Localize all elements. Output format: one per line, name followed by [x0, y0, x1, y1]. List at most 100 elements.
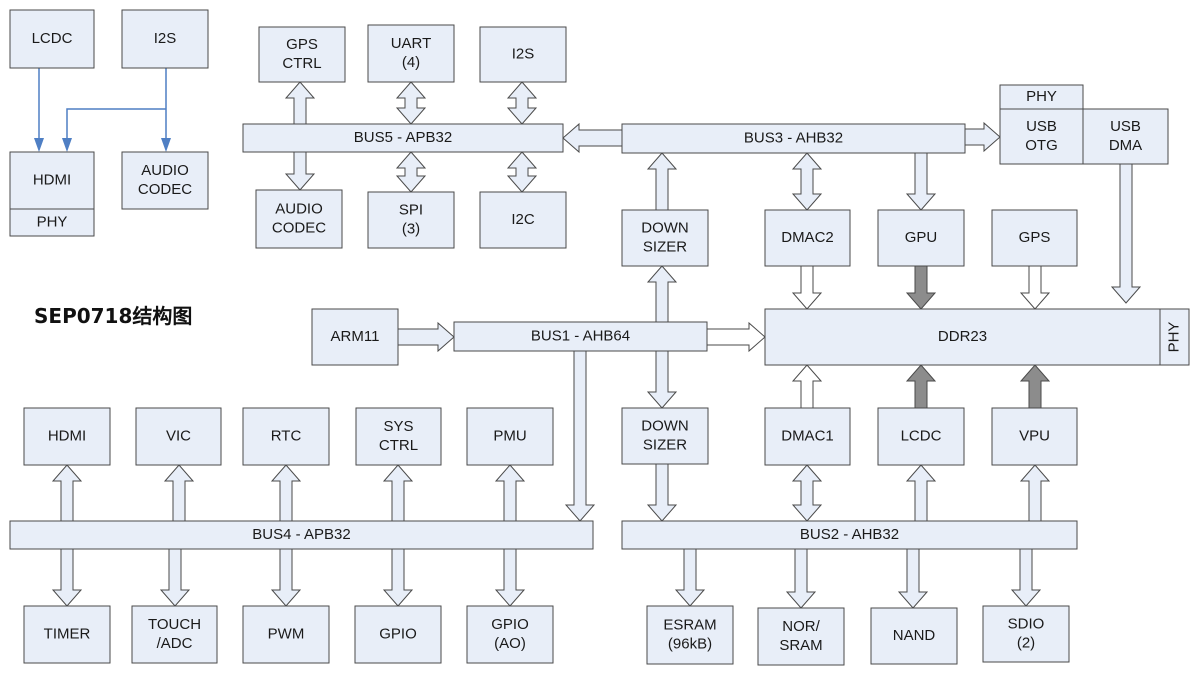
- block-touch-adc: TOUCH/ADC: [131, 605, 218, 664]
- block-label: GPIO: [491, 616, 529, 633]
- block-box: [466, 605, 554, 664]
- block-gpu: GPU: [877, 209, 965, 267]
- block-label: TOUCH: [148, 616, 201, 633]
- block-i2s-top: I2S: [121, 9, 209, 69]
- block-label: USB: [1110, 118, 1141, 135]
- arrow-bus4-to-pmu: [494, 464, 526, 522]
- block-label: CTRL: [282, 55, 321, 72]
- block-box: [311, 308, 399, 366]
- wire-arrowhead-lcdc-hdmi: [34, 138, 44, 152]
- block-label: ARM11: [331, 328, 380, 345]
- arrow-bus4-to-sys-ctrl: [382, 464, 414, 522]
- block-box: [999, 84, 1084, 110]
- block-label: CODEC: [138, 181, 192, 198]
- block-vpu: VPU: [991, 407, 1078, 466]
- arrow-arm11-to-bus1: [397, 321, 455, 353]
- block-box: [121, 9, 209, 69]
- block-label: USB: [1026, 118, 1057, 135]
- arrow-bus4-to-gpio-ao: [494, 548, 526, 607]
- block-label: DMAC2: [781, 229, 834, 246]
- wire-arrowhead-i2s-hdmi: [62, 138, 72, 152]
- arrow-lcdc-to-ddr: [905, 364, 937, 409]
- block-box: [9, 208, 95, 237]
- block-ddr23: DDR23: [764, 308, 1161, 366]
- block-bus4: BUS4 - APB32: [9, 520, 594, 550]
- arrow-bus5-uart: [395, 81, 427, 125]
- block-label: HDMI: [33, 171, 71, 188]
- block-box: [131, 605, 218, 664]
- block-box: [999, 108, 1084, 165]
- arrow-bus5-spi: [395, 151, 427, 193]
- block-box: [1082, 108, 1169, 165]
- block-label: BUS4 - APB32: [252, 526, 350, 543]
- block-label: NOR/: [782, 618, 820, 635]
- arrow-bus2-to-esram: [674, 548, 706, 607]
- block-label: SRAM: [779, 637, 822, 654]
- block-label: VIC: [166, 427, 191, 444]
- block-label: LCDC: [32, 30, 73, 47]
- block-label: GPS: [286, 36, 318, 53]
- block-nor-sram: NOR/SRAM: [757, 607, 845, 666]
- block-dmac1: DMAC1: [764, 407, 851, 466]
- block-box: [453, 321, 708, 352]
- block-box: [367, 191, 455, 249]
- block-sdio: SDIO(2): [982, 605, 1070, 663]
- block-box: [764, 308, 1161, 366]
- block-label: PWM: [268, 625, 305, 642]
- block-box: [242, 407, 330, 466]
- block-uart: UART(4): [367, 24, 455, 83]
- block-box: [242, 123, 564, 153]
- block-nand: NAND: [870, 607, 958, 665]
- block-bus5: BUS5 - APB32: [242, 123, 564, 153]
- block-bus1: BUS1 - AHB64: [453, 321, 708, 352]
- block-box: [646, 605, 734, 665]
- block-label: (AO): [494, 635, 526, 652]
- block-label: (3): [402, 220, 420, 237]
- block-label: DMAC1: [781, 427, 834, 444]
- arrow-bus2-to-lcdc: [905, 464, 937, 522]
- block-dmac2: DMAC2: [764, 209, 851, 267]
- block-usb-dma: USB DMA: [1082, 108, 1169, 165]
- block-box: [982, 605, 1070, 663]
- block-label: OTG: [1025, 137, 1058, 154]
- block-label: PHY: [1165, 322, 1182, 353]
- arrow-bus5-gps-ctrl: [284, 81, 316, 125]
- arrow-bus1-to-downsizer-top: [646, 265, 678, 323]
- arrow-bus4-to-timer: [51, 548, 83, 607]
- arrow-bus3-to-bus5: [562, 122, 623, 154]
- arrow-vpu-to-ddr: [1019, 364, 1051, 409]
- block-label: SYS: [383, 418, 413, 435]
- arrow-dmac1-to-ddr: [791, 364, 823, 409]
- block-hdmi: HDMI: [23, 407, 111, 466]
- arrow-bus4-to-gpio: [382, 548, 414, 607]
- block-label: DMA: [1109, 137, 1142, 154]
- block-box: [23, 407, 111, 466]
- block-box: [255, 189, 343, 249]
- block-box: [877, 209, 965, 267]
- block-gpio: GPIO: [354, 605, 442, 664]
- block-rtc: RTC: [242, 407, 330, 466]
- block-box: [621, 520, 1078, 550]
- block-box: [355, 407, 442, 466]
- arrow-bus3-to-usb-otg: [964, 121, 1001, 153]
- block-label: VPU: [1019, 427, 1050, 444]
- block-box: [757, 607, 845, 666]
- block-box: [764, 209, 851, 267]
- block-box: [479, 26, 567, 83]
- block-label: RTC: [271, 427, 302, 444]
- arrow-bus2-to-vpu: [1019, 464, 1051, 522]
- wire-arrowhead-i2s-codec: [161, 138, 171, 152]
- block-bus3: BUS3 - AHB32: [621, 123, 966, 154]
- arrow-bus1-to-bus4: [564, 350, 596, 522]
- arrow-usb-dma-to-ddr: [1110, 163, 1142, 304]
- block-label: CODEC: [272, 219, 326, 236]
- arrow-bus1-to-ddr: [706, 321, 766, 353]
- block-gpio-ao: GPIO (AO): [466, 605, 554, 664]
- block-label: BUS1 - AHB64: [531, 327, 630, 344]
- block-label: HDMI: [48, 427, 86, 444]
- block-box: [621, 407, 709, 465]
- arrow-dmac2-to-ddr: [791, 265, 823, 310]
